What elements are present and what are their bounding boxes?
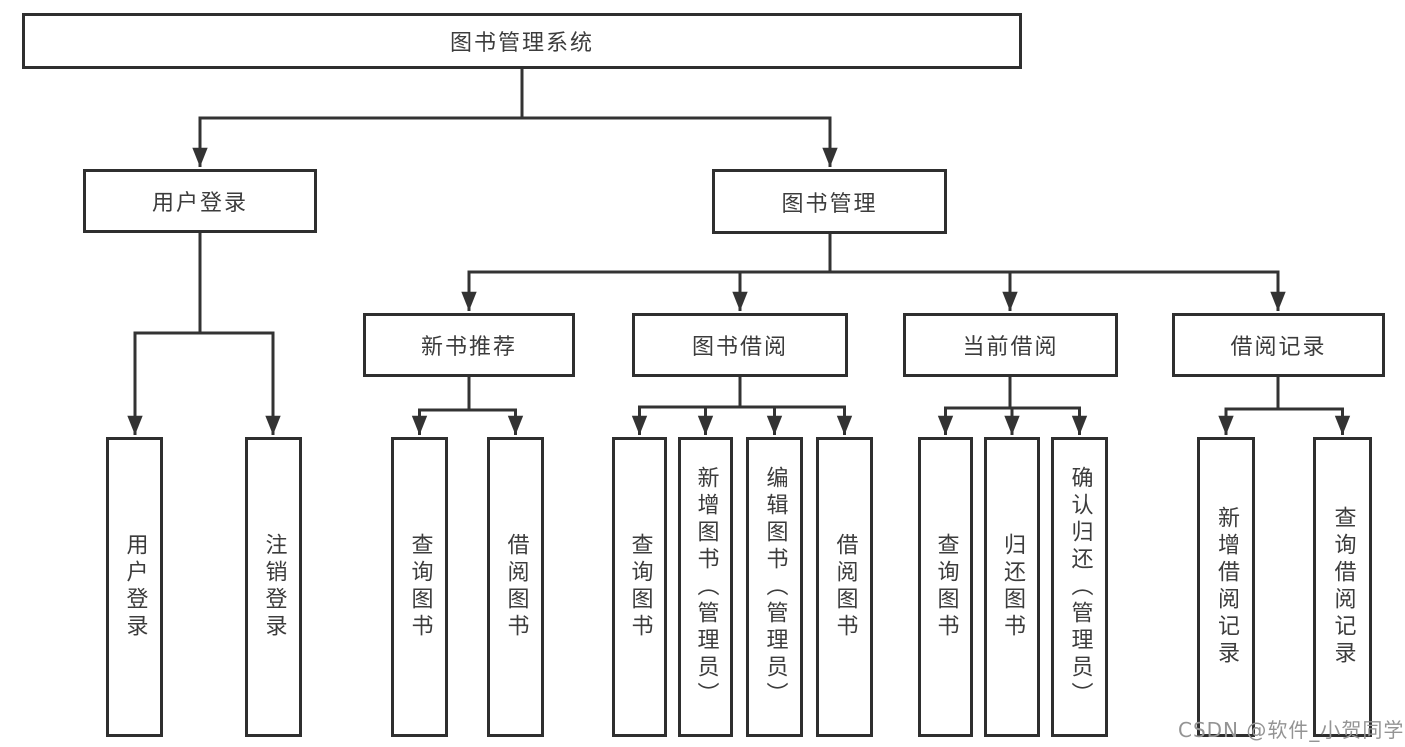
leaf-query-books: 查询图书: [612, 437, 667, 737]
leaf-confirm-return-admin: 确认归还（管理员）: [1051, 437, 1108, 737]
leaf-return-book-label: 归还图书: [1000, 533, 1025, 641]
node-book-management-label: 图书管理: [781, 191, 878, 217]
leaf-query-books-label: 查询图书: [407, 533, 433, 641]
leaf-logout: 注销登录: [245, 437, 302, 737]
leaf-user-login: 用户登录: [106, 437, 163, 737]
trunk-book-borrow: [638, 377, 846, 409]
leaf-edit-book-admin-label: 编辑图书（管理员）: [762, 465, 788, 709]
leaf-return-book: 归还图书: [984, 437, 1040, 737]
node-borrow-records-label: 借阅记录: [1230, 335, 1327, 360]
leaf-logout-label: 注销登录: [261, 533, 287, 641]
leaf-query-books: 查询图书: [391, 437, 448, 737]
node-borrow-records: 借阅记录: [1172, 313, 1385, 377]
leaf-edit-book-admin: 编辑图书（管理员）: [746, 437, 803, 737]
trunk-root: [198, 69, 832, 120]
node-book-borrow-label: 图书借阅: [691, 335, 788, 360]
node-user-login-label: 用户登录: [151, 191, 248, 216]
leaf-add-book-admin: 新增图书（管理员）: [678, 437, 733, 737]
trunk-user-login: [133, 233, 275, 335]
leaf-query-borrow-record: 查询借阅记录: [1313, 437, 1372, 737]
node-book-management: 图书管理: [712, 169, 947, 234]
leaf-user-login-label: 用户登录: [122, 533, 148, 641]
leaf-query-borrow-record-label: 查询借阅记录: [1330, 506, 1356, 668]
leaf-add-borrow-record: 新增借阅记录: [1197, 437, 1255, 737]
leaf-query-books: 查询图书: [918, 437, 973, 737]
trunk-borrow-records: [1224, 377, 1344, 411]
node-book-borrow: 图书借阅: [632, 313, 848, 377]
node-current-borrow: 当前借阅: [903, 313, 1118, 377]
leaf-query-books-label: 查询图书: [627, 533, 653, 641]
leaf-add-book-admin-label: 新增图书（管理员）: [693, 465, 719, 709]
node-root: 图书管理系统: [22, 13, 1022, 69]
trunk-current-borrow: [944, 377, 1081, 410]
node-new-book-recommend-label: 新书推荐: [420, 335, 517, 360]
node-new-book-recommend: 新书推荐: [363, 313, 575, 377]
node-root-label: 图书管理系统: [449, 31, 594, 56]
node-user-login: 用户登录: [83, 169, 317, 233]
trunk-new-book: [418, 377, 517, 412]
leaf-borrow-book: 借阅图书: [487, 437, 544, 737]
leaf-confirm-return-admin-label: 确认归还（管理员）: [1067, 465, 1093, 709]
leaf-borrow-book-label: 借阅图书: [832, 533, 858, 641]
leaf-add-borrow-record-label: 新增借阅记录: [1214, 506, 1239, 668]
node-current-borrow-label: 当前借阅: [962, 335, 1059, 360]
leaf-borrow-book: 借阅图书: [816, 437, 873, 737]
trunk-book-management: [467, 234, 1280, 274]
leaf-query-books-label: 查询图书: [933, 533, 959, 641]
leaf-borrow-book-label: 借阅图书: [503, 533, 529, 641]
watermark: CSDN @软件_小贺同学: [1178, 718, 1405, 742]
